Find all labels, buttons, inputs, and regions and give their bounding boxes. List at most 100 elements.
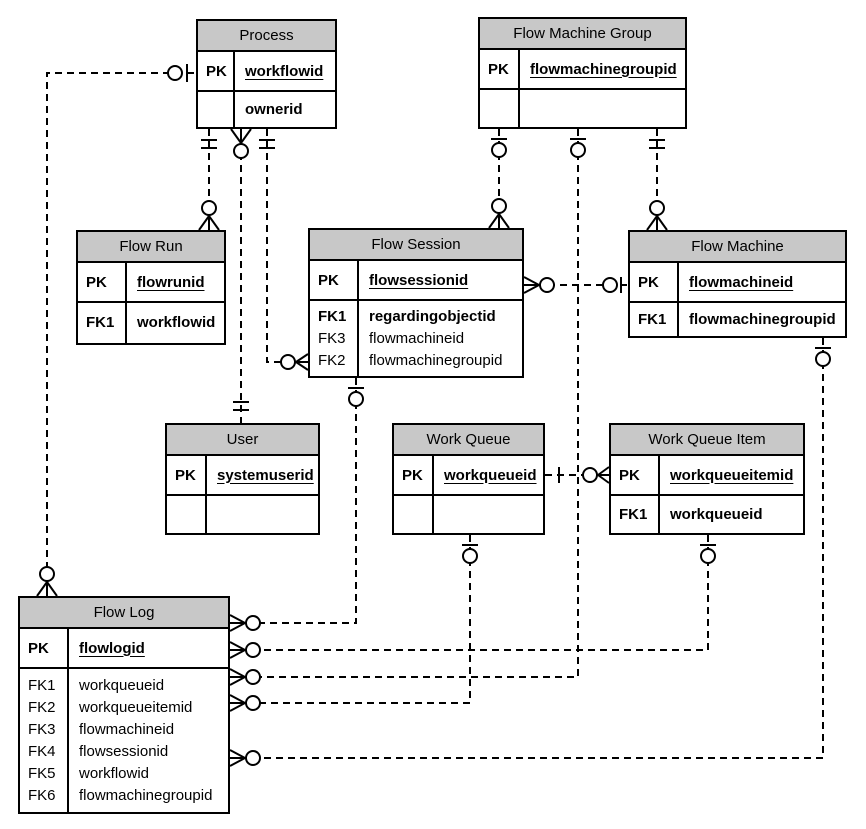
crow-foot-many-icon bbox=[198, 215, 220, 231]
relationship-process-flowlog bbox=[36, 64, 196, 597]
pk-field-name: systemuserid bbox=[217, 466, 314, 484]
relationship-flowsession-flowmachine bbox=[523, 276, 628, 294]
zero-circle-icon bbox=[201, 200, 217, 216]
crow-foot-many-icon bbox=[229, 749, 246, 767]
pk-key-label: PK bbox=[630, 263, 679, 301]
relationship-flowmachine-flowlog bbox=[229, 338, 831, 767]
one-and-only-one-icon bbox=[233, 401, 249, 411]
pk-field-name: flowrunid bbox=[137, 273, 205, 291]
attr-field-column bbox=[207, 496, 318, 533]
relationship-process-user bbox=[230, 128, 252, 423]
zero-circle-icon bbox=[245, 669, 261, 685]
attr-key-label: FK2 bbox=[28, 698, 56, 716]
entity-title: Flow Log bbox=[20, 598, 228, 629]
pk-field-name: flowmachineid bbox=[689, 273, 794, 291]
crow-foot-many-icon bbox=[230, 128, 252, 144]
zero-circle-icon bbox=[491, 142, 507, 158]
zero-circle-icon bbox=[245, 695, 261, 711]
pk-row: PK flowrunid bbox=[78, 263, 224, 303]
entity-title: Flow Machine bbox=[630, 232, 845, 263]
relationship-workqueue-flowlog bbox=[229, 535, 478, 712]
attr-field-name: regardingobjectid bbox=[369, 307, 496, 325]
attr-field-name: ownerid bbox=[245, 100, 303, 118]
attr-field-column: flowmachinegroupid bbox=[679, 303, 845, 336]
attr-key-column: FK1 bbox=[78, 303, 127, 343]
one-and-only-one-icon bbox=[201, 139, 217, 149]
zero-circle-icon bbox=[245, 750, 261, 766]
pk-row: PK flowmachineid bbox=[630, 263, 845, 303]
zero-circle-icon bbox=[602, 277, 618, 293]
entity-title: Work Queue Item bbox=[611, 425, 803, 456]
attr-field-column: ownerid bbox=[235, 92, 335, 127]
attr-field-column bbox=[434, 496, 543, 533]
zero-circle-icon bbox=[491, 198, 507, 214]
zero-circle-icon bbox=[649, 200, 665, 216]
attr-key-label: FK5 bbox=[28, 764, 56, 782]
attr-key-label: FK6 bbox=[28, 786, 56, 804]
attr-key-column: FK1 bbox=[630, 303, 679, 336]
pk-field-name: workqueueid bbox=[444, 466, 537, 484]
attr-field-name: workqueueitemid bbox=[79, 698, 193, 716]
attr-key-label: FK4 bbox=[28, 742, 56, 760]
attr-key-column bbox=[480, 90, 520, 127]
pk-row: PK workqueueid bbox=[394, 456, 543, 496]
entity-title: User bbox=[167, 425, 318, 456]
relationship-flowmachinegroup-flowmachine bbox=[646, 129, 668, 231]
pk-field-name: flowmachinegroupid bbox=[530, 60, 677, 78]
zero-circle-icon bbox=[167, 65, 183, 81]
attr-field-name: workflowid bbox=[79, 764, 150, 782]
attributes-compartment: ownerid bbox=[198, 92, 335, 127]
attr-key-column bbox=[394, 496, 434, 533]
relationship-flowmachinegroup-flowlog bbox=[229, 129, 586, 686]
zero-circle-icon bbox=[280, 354, 296, 370]
attr-field-name: flowmachineid bbox=[369, 329, 465, 347]
attr-key-label: FK3 bbox=[28, 720, 56, 738]
attr-key-column bbox=[167, 496, 207, 533]
attributes-compartment bbox=[167, 496, 318, 533]
pk-key-label: PK bbox=[394, 456, 434, 494]
attr-key-label: FK1 bbox=[28, 676, 56, 694]
crow-foot-many-icon bbox=[229, 668, 246, 686]
attr-key-label: FK2 bbox=[318, 351, 346, 369]
zero-circle-icon bbox=[233, 143, 249, 159]
crow-foot-many-icon bbox=[646, 215, 668, 231]
pk-key-label: PK bbox=[167, 456, 207, 494]
relationship-flowsession-flowlog bbox=[229, 378, 364, 632]
pk-key-label: PK bbox=[310, 261, 359, 299]
attributes-compartment bbox=[394, 496, 543, 533]
relationship-workqueueitem-flowlog bbox=[229, 535, 716, 659]
entity-title: Flow Machine Group bbox=[480, 19, 685, 50]
pk-key-label: PK bbox=[78, 263, 127, 301]
one-and-only-one-icon bbox=[259, 139, 275, 149]
attr-key-column: FK1 bbox=[611, 496, 660, 533]
one-and-only-one-icon bbox=[649, 139, 665, 149]
relationship-workqueue-workqueueitem bbox=[545, 466, 610, 484]
relationship-flowmachinegroup-flowsession bbox=[488, 129, 510, 229]
pk-key-label: PK bbox=[20, 629, 69, 667]
crow-foot-many-icon bbox=[597, 466, 610, 484]
relationship-process-flowrun bbox=[198, 129, 220, 231]
crow-foot-many-icon bbox=[229, 694, 246, 712]
attr-field-name: flowmachinegroupid bbox=[689, 310, 836, 328]
attr-field-column: workflowid bbox=[127, 303, 224, 343]
crow-foot-many-icon bbox=[295, 353, 309, 371]
entity-title: Work Queue bbox=[394, 425, 543, 456]
attr-field-name: workqueueid bbox=[79, 676, 165, 694]
